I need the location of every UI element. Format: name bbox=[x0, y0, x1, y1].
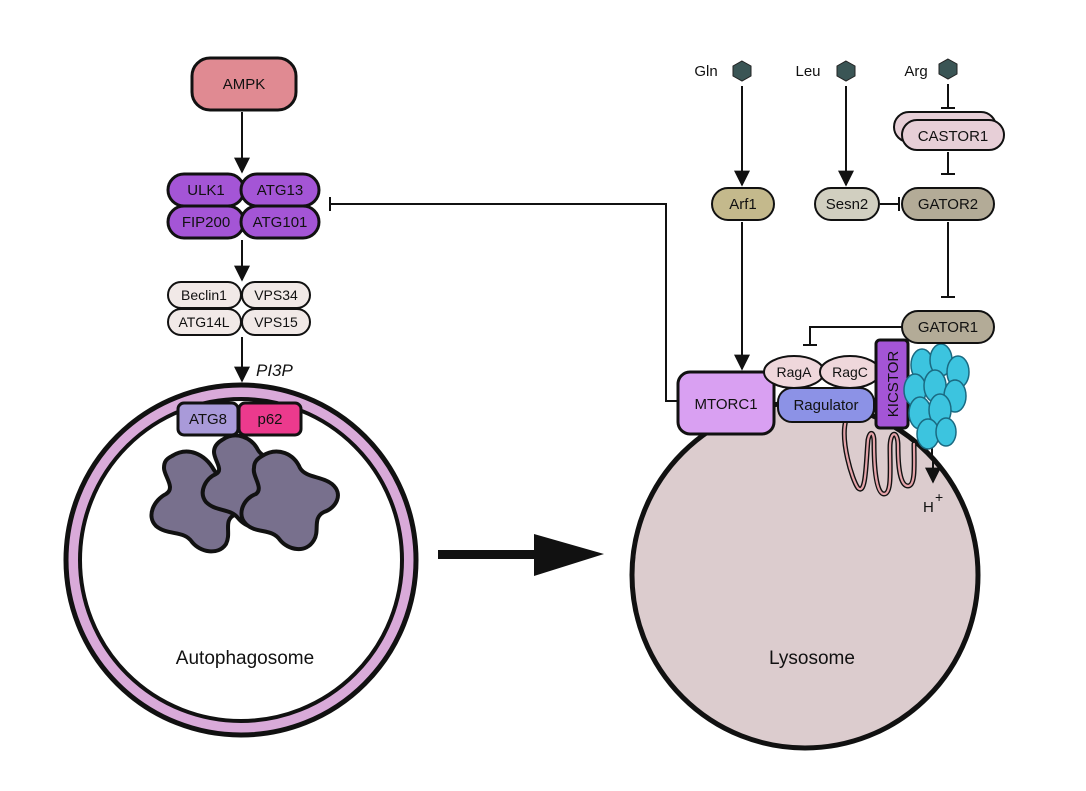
v-atpase-subunit-10 bbox=[935, 417, 957, 447]
ulk1-label: ULK1 bbox=[187, 182, 225, 199]
cargo-shape-3 bbox=[239, 449, 340, 551]
proton-label: H bbox=[923, 499, 934, 516]
castor1-label: CASTOR1 bbox=[918, 128, 989, 145]
vps15-box bbox=[241, 308, 311, 336]
inhibition-gator2-gator1 bbox=[941, 222, 955, 298]
leu-hexagon bbox=[836, 60, 856, 82]
arf1: Arf1 bbox=[711, 187, 775, 221]
pi3p-label: PI3P bbox=[256, 361, 294, 380]
mtorc1: MTORC1 bbox=[676, 370, 776, 436]
inhibition-gator1-rags-line bbox=[809, 326, 902, 345]
lysosome-label: Lysosome bbox=[769, 648, 855, 669]
inhibition-sesn2-gator2 bbox=[880, 197, 900, 211]
ampk-label: AMPK bbox=[223, 76, 266, 93]
mtorc1-label: MTORC1 bbox=[694, 396, 757, 413]
vps15-label: VPS15 bbox=[254, 314, 298, 330]
gator2-label: GATOR2 bbox=[918, 196, 978, 213]
ragulator-box bbox=[777, 387, 875, 423]
kicstor: KICSTOR bbox=[874, 338, 910, 430]
ampk: AMPK bbox=[190, 56, 298, 112]
p62-label: p62 bbox=[257, 411, 282, 428]
autophagosome-label: Autophagosome bbox=[176, 648, 314, 669]
gator1-label: GATOR1 bbox=[918, 319, 978, 336]
castor1-box bbox=[901, 119, 1005, 151]
raga-label: RagA bbox=[776, 364, 812, 380]
arf1-box bbox=[711, 187, 775, 221]
rag-gtpases: RagA RagC bbox=[763, 355, 881, 389]
gator1: GATOR1 bbox=[901, 310, 995, 344]
vps34-label: VPS34 bbox=[254, 287, 298, 303]
fip200-label: FIP200 bbox=[182, 214, 230, 231]
proton-charge: + bbox=[935, 489, 943, 505]
atg13-label: ATG13 bbox=[257, 182, 303, 199]
transmembrane-loops-fill bbox=[843, 418, 916, 496]
atg8-p62: ATG8 p62 bbox=[176, 401, 303, 437]
atg101-box bbox=[239, 204, 321, 240]
gator2-box bbox=[901, 187, 995, 221]
ragulator-label: Ragulator bbox=[793, 397, 858, 414]
ragc-label: RagC bbox=[832, 364, 868, 380]
fusion-arrow bbox=[438, 534, 604, 576]
transmembrane-loops bbox=[841, 417, 917, 497]
p62-box bbox=[237, 401, 303, 437]
sesn2-label: Sesn2 bbox=[826, 196, 869, 213]
fusion-arrow-shaft bbox=[438, 550, 548, 559]
ampk-box bbox=[190, 56, 298, 112]
beclin1-label: Beclin1 bbox=[181, 287, 227, 303]
sesn2: Sesn2 bbox=[814, 187, 880, 221]
arg-hexagon bbox=[938, 58, 958, 80]
inhibition-gator1-rags bbox=[803, 326, 902, 346]
kicstor-label: KICSTOR bbox=[885, 351, 902, 418]
inhibition-mtorc1-ulk1 bbox=[329, 197, 678, 402]
lysosome-membrane bbox=[629, 399, 981, 751]
ragulator: Ragulator bbox=[777, 387, 875, 423]
ulk1-complex: ULK1 ATG13 FIP200 ATG101 bbox=[166, 172, 321, 240]
inhibition-arg-castor1 bbox=[941, 84, 955, 109]
cargo bbox=[149, 433, 340, 554]
gator2: GATOR2 bbox=[901, 187, 995, 221]
sesn2-box bbox=[814, 187, 880, 221]
atg101-label: ATG101 bbox=[253, 214, 308, 231]
leu-label: Leu bbox=[795, 63, 820, 80]
castor1: CASTOR1 bbox=[893, 111, 1005, 151]
fusion-arrow-head bbox=[534, 534, 604, 576]
inhibition-mtorc1-ulk1-line bbox=[330, 203, 678, 402]
gln-hexagon bbox=[732, 60, 752, 82]
arg-label: Arg bbox=[904, 63, 927, 80]
atg14l-label: ATG14L bbox=[178, 314, 229, 330]
atg8-label: ATG8 bbox=[189, 411, 227, 428]
gln-label: Gln bbox=[694, 63, 717, 80]
arf1-label: Arf1 bbox=[729, 196, 757, 213]
amino-acids: Gln Leu Arg bbox=[694, 58, 958, 82]
lysosome: Lysosome bbox=[629, 399, 981, 751]
inhibition-castor1-gator2 bbox=[941, 152, 955, 175]
mtorc1-box bbox=[676, 370, 776, 436]
pi3k-complex: Beclin1 VPS34 ATG14L VPS15 bbox=[167, 281, 311, 336]
